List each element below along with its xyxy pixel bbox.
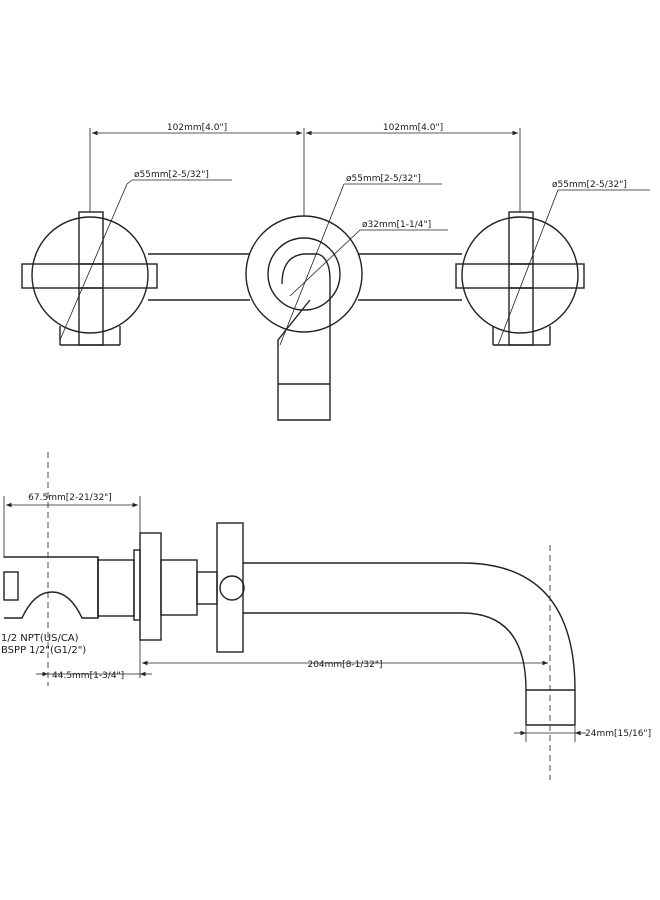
right-cross-handle [455, 189, 585, 346]
thread-bspp-label: BSPP 1/2"(G1/2") [1, 645, 86, 656]
dim-rough-in: 44.5mm[1-3/4"] [52, 671, 124, 681]
left-cross-handle [21, 183, 158, 346]
front-view: 102mm[4.0"] 102mm[4.0"] ø55mm[2-5/32"] ø… [21, 123, 650, 421]
rough-in-valve [3, 556, 135, 619]
dim-handle-right-dia: ø55mm[2-5/32"] [552, 180, 627, 190]
dim-spout-width: 24mm[15/16"] [585, 729, 651, 739]
valve-body-bar [148, 253, 462, 301]
dim-escutcheon-dia: ø55mm[2-5/32"] [346, 174, 421, 184]
dim-handle-left-dia: ø55mm[2-5/32"] [134, 170, 209, 180]
dim-spout-reach: 204mm[8-1/32"] [307, 660, 382, 670]
dim-spout-dia: ø32mm[1-1/4"] [362, 220, 431, 230]
spout-arm [243, 562, 576, 726]
dim-spacing-right: 102mm[4.0"] [383, 123, 443, 133]
dim-spacing-left: 102mm[4.0"] [167, 123, 227, 133]
dim-valve-depth: 67.5mm[2-21/32"] [28, 493, 112, 503]
center-spout-escutcheon [245, 183, 363, 421]
side-view: 67.5mm[2-21/32"] 1/2 NPT(US/CA) BSPP 1/2… [1, 452, 651, 780]
thread-npt-label: 1/2 NPT(US/CA) [1, 633, 79, 644]
trim-flange [133, 522, 245, 653]
